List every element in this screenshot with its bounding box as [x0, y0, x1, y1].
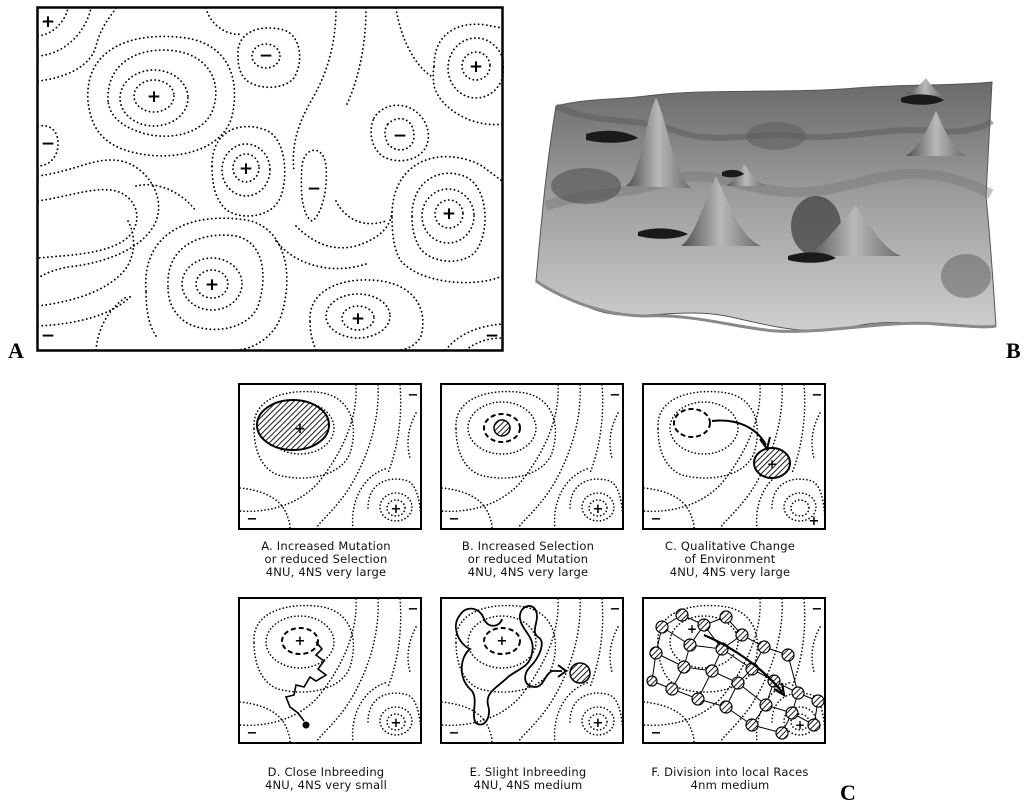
svg-text:+: + — [391, 502, 402, 517]
caption-c: C. Qualitative Changeof Environment4NU, … — [630, 540, 830, 579]
panel-label-a: A — [8, 340, 24, 362]
svg-text:+: + — [593, 502, 604, 517]
valley-minus-mark: − — [307, 179, 321, 199]
svg-text:+: + — [295, 634, 306, 649]
svg-text:+: + — [593, 716, 604, 731]
svg-text:+: + — [767, 457, 777, 471]
valley-minus-mark: − — [485, 326, 499, 346]
valley-minus-mark: − — [393, 126, 407, 146]
subpanel-a: + + — [239, 384, 421, 529]
peak-plus-mark: + — [41, 12, 55, 32]
valley-minus-mark: − — [41, 326, 55, 346]
peak-plus-mark: + — [442, 204, 456, 224]
caption-b: B. Increased Selectionor reduced Mutatio… — [428, 540, 628, 579]
peak-plus-mark: + — [147, 87, 161, 107]
panel-label-c: C — [840, 782, 856, 804]
caption-a: A. Increased Mutationor reduced Selectio… — [226, 540, 426, 579]
panel-c-subpanels: − − + + + + + + + + — [232, 380, 832, 800]
svg-text:+: + — [795, 718, 805, 732]
peak-plus-mark: + — [469, 57, 483, 77]
subpanel-c: + + — [643, 384, 825, 529]
svg-text:+: + — [809, 514, 820, 529]
panel-b-3d-landscape — [526, 76, 1000, 346]
svg-text:+: + — [497, 634, 508, 649]
svg-text:+: + — [391, 716, 402, 731]
panel-a-contour-map: + + + + + + + − − − − − − — [36, 6, 504, 352]
subpanel-f: + + — [643, 598, 825, 743]
peak-plus-mark: + — [351, 309, 365, 329]
subpanel-e: + + — [441, 598, 623, 743]
peak-plus-mark: + — [205, 275, 219, 295]
caption-e: E. Slight Inbreeding4NU, 4NS medium — [428, 766, 628, 792]
valley-minus-mark: − — [41, 134, 55, 154]
subpanel-b: + — [441, 384, 623, 529]
caption-d: D. Close Inbreeding4NU, 4NS very small — [226, 766, 426, 792]
svg-text:+: + — [687, 622, 697, 636]
caption-f: F. Division into local Races4nm medium — [630, 766, 830, 792]
svg-text:+: + — [294, 421, 306, 437]
panel-label-b: B — [1006, 340, 1021, 362]
subpanel-d: + + — [239, 598, 421, 743]
valley-minus-mark: − — [259, 46, 273, 66]
peak-plus-mark: + — [239, 159, 253, 179]
